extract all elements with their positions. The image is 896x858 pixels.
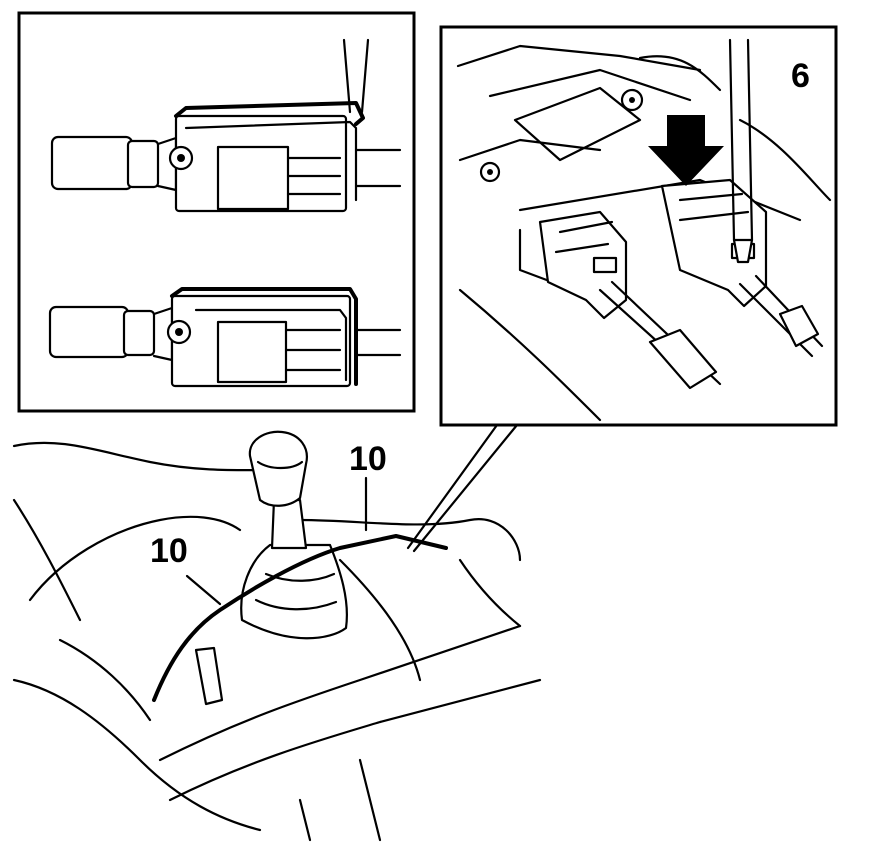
inset-number: 6 [791, 57, 810, 95]
left-cable-bracket [538, 210, 628, 320]
label-leader-left [185, 574, 222, 606]
leader-line-right [412, 423, 519, 553]
push-down-arrow-icon [648, 115, 724, 186]
label-console-right: 10 [349, 440, 387, 478]
clip-states-inset [17, 11, 416, 413]
label-console-left: 10 [150, 532, 188, 570]
clip-closed-illustration [48, 287, 402, 388]
clip-open-illustration [50, 38, 402, 213]
leader-line-left [406, 423, 499, 550]
cable-detail-inset: 6 [439, 25, 838, 427]
center-console-illustration: 10 10 [12, 430, 542, 842]
cable-detail-inset-frame [439, 25, 838, 427]
